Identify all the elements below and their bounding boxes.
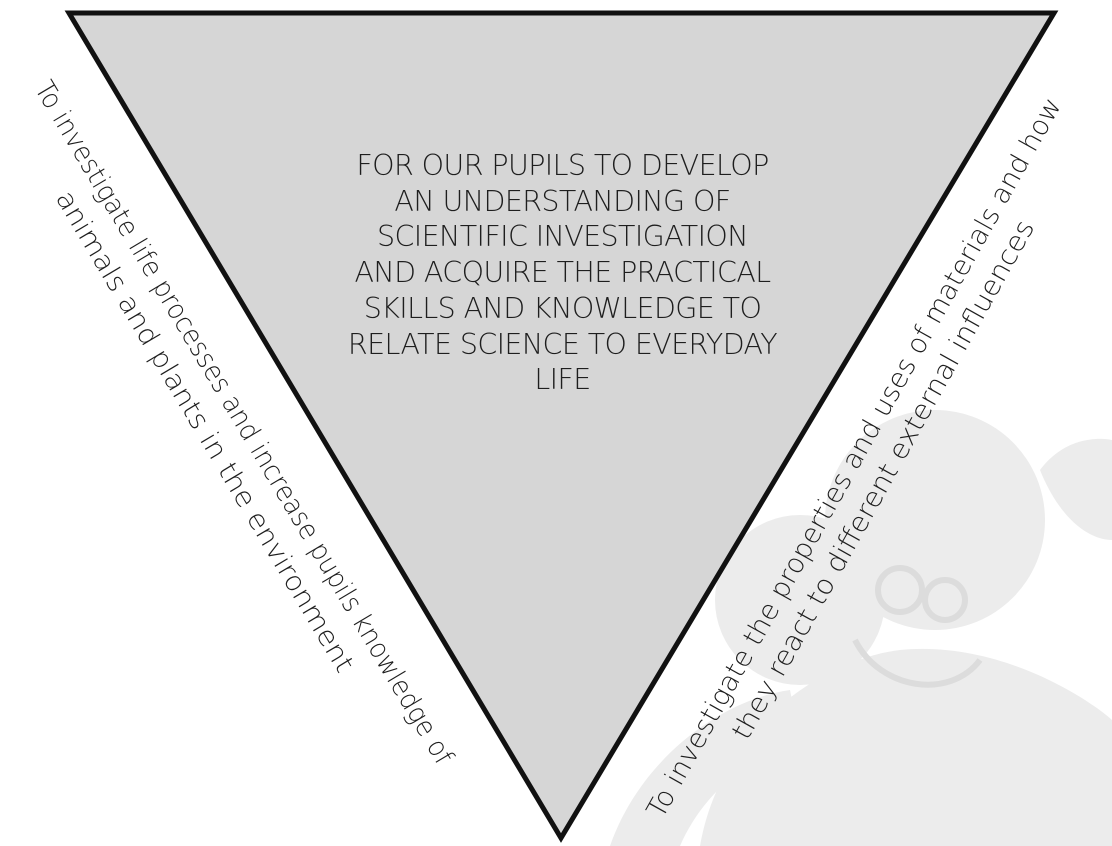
central-aim-line: SCIENTIFIC INVESTIGATION: [377, 220, 749, 254]
central-aim-line: AN UNDERSTANDING OF: [394, 184, 731, 218]
central-aim-line: RELATE SCIENCE TO EVERYDAY: [347, 327, 778, 361]
central-aim-text: FOR OUR PUPILS TO DEVELOP AN UNDERSTANDI…: [300, 148, 825, 398]
mascot-face-details: [852, 565, 983, 688]
central-aim-line: FOR OUR PUPILS TO DEVELOP: [356, 149, 769, 182]
central-aim-line: SKILLS AND KNOWLEDGE TO: [363, 291, 762, 325]
central-aim-line: LIFE: [534, 363, 591, 397]
central-aim-line: AND ACQUIRE THE PRACTICAL: [354, 256, 771, 290]
inverted-triangle: [64, 10, 1059, 843]
